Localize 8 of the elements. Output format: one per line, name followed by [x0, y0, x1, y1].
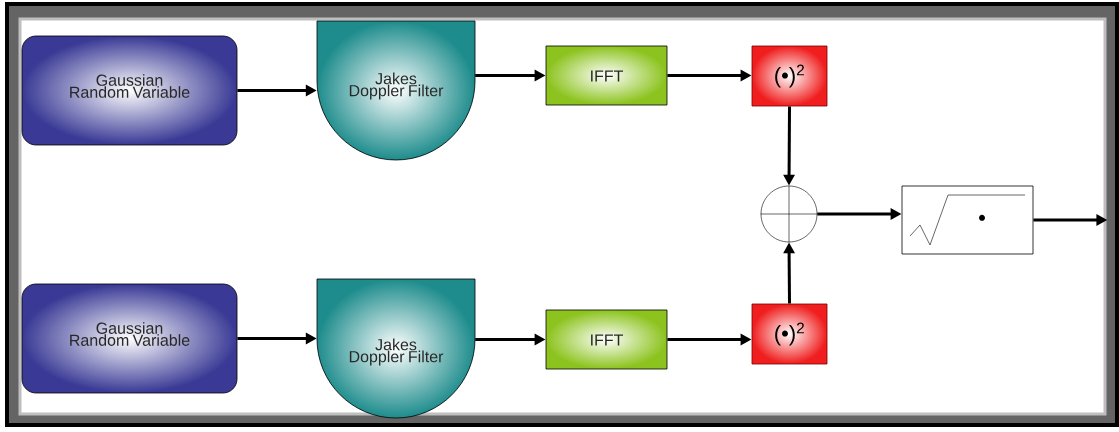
square-block: (•)$^{2}$ [751, 45, 828, 107]
process-box: IFFT [545, 45, 668, 106]
summing-junction [760, 185, 818, 243]
process-box: IFFT [545, 309, 668, 370]
square-block: (•)$^{2}$ [751, 303, 828, 365]
process-box: Gaussian Random Variable [21, 283, 238, 394]
square-root-box: • [901, 185, 1034, 255]
process-box: Gaussian Random Variable [21, 35, 238, 146]
